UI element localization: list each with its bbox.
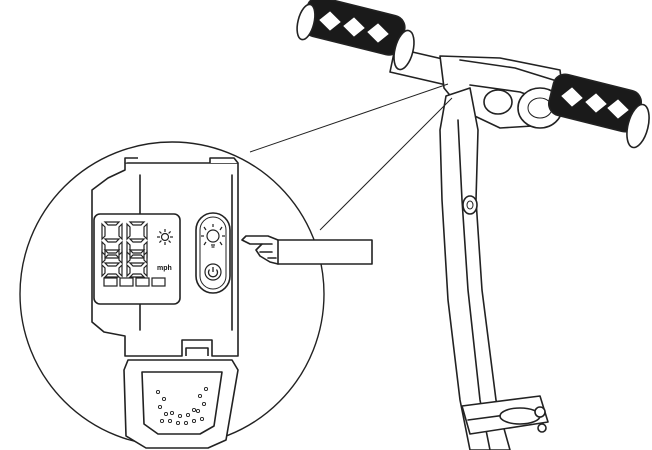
- right-grip: [548, 73, 650, 149]
- speed-unit: mph: [157, 265, 172, 272]
- callout-lines: [249, 83, 453, 231]
- lcd-screen: [93, 213, 181, 305]
- battery-bar: [151, 277, 166, 287]
- scooter-handlebar: [296, 0, 650, 450]
- light-button[interactable]: [201, 224, 225, 248]
- battery-indicator: [103, 277, 166, 287]
- folding-latch: [123, 359, 239, 449]
- battery-bar: [135, 277, 150, 287]
- hand-pointer-icon: [241, 235, 373, 265]
- power-button[interactable]: [204, 263, 222, 281]
- sun-icon: [157, 229, 173, 245]
- battery-bar: [119, 277, 134, 287]
- left-grip: [296, 0, 415, 71]
- battery-bar: [103, 277, 118, 287]
- light-icon: [201, 224, 225, 248]
- magnified-view: mph: [19, 141, 373, 449]
- power-icon: [207, 267, 219, 278]
- display-housing: [439, 55, 566, 129]
- button-panel: [195, 212, 231, 294]
- display-module: mph: [91, 157, 239, 357]
- folding-clamp: [461, 395, 549, 435]
- stem: [439, 87, 511, 450]
- digits-bottom: [101, 249, 148, 278]
